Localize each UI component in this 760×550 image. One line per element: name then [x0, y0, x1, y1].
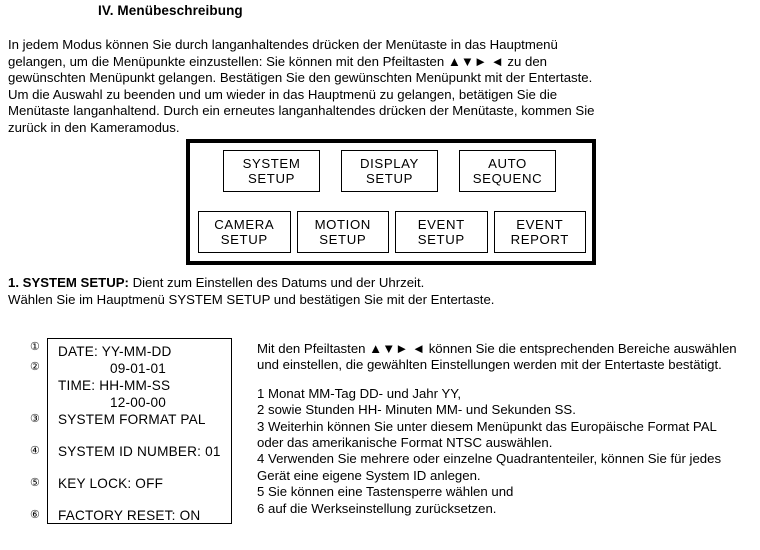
explanation-item-3: 3 Weiterhin können Sie unter diesem Menü…	[257, 418, 717, 434]
menu-button-label-line2: REPORT	[510, 232, 569, 247]
explanation-text: Mit den Pfeiltasten ▲▼► ◄ können Sie die…	[257, 341, 757, 517]
system-setup-heading-bold: 1. SYSTEM SETUP:	[8, 275, 129, 290]
explanation-spacer	[257, 374, 757, 386]
osd-system-id[interactable]: SYSTEM ID NUMBER: 01	[58, 444, 221, 459]
menu-button-display-setup[interactable]: DISPLAY SETUP	[341, 150, 438, 192]
menu-button-label-line1: EVENT	[417, 216, 465, 232]
explanation-item-2: 2 sowie Stunden HH- Minuten MM- und Seku…	[257, 402, 576, 418]
callout-number-6: ⑥	[30, 509, 40, 521]
explanation-item-6: 6 auf die Werkseinstellung zurücksetzen.	[257, 500, 497, 516]
explanation-item-4: 4 Verwenden Sie mehrere oder einzelne Qu…	[257, 451, 722, 467]
menu-button-label-line1: EVENT	[516, 216, 564, 232]
callout-number-5: ⑤	[30, 477, 40, 489]
osd-date-value[interactable]: 09-01-01	[110, 361, 167, 376]
menu-button-auto-sequence[interactable]: AUTO SEQUENC	[459, 150, 556, 192]
menu-button-label-line2: SETUP	[366, 171, 413, 186]
callout-number-1: ①	[30, 341, 40, 353]
intro-line: Menütaste langanhaltend. Durch ein erneu…	[8, 103, 595, 119]
explanation-item-5: 5 Sie können eine Tastensperre wählen un…	[257, 484, 514, 500]
menu-button-label-line1: DISPLAY	[360, 155, 419, 171]
menu-button-label-line2: SEQUENC	[472, 171, 543, 186]
menu-button-label-line1: AUTO	[488, 155, 527, 171]
osd-time-label[interactable]: TIME: HH-MM-SS	[58, 378, 171, 393]
menu-button-motion-setup[interactable]: MOTION SETUP	[296, 211, 389, 253]
intro-line: zurück in den Kameramodus.	[8, 119, 180, 135]
main-menu-row-2: CAMERA SETUP MOTION SETUP EVENT SETUP EV…	[190, 211, 592, 255]
menu-button-label-line1: SYSTEM	[242, 155, 301, 171]
page-title: IV. Menübeschreibung	[98, 3, 243, 18]
menu-button-label-line1: CAMERA	[214, 216, 275, 232]
explanation-item-1: 1 Monat MM-Tag DD- und Jahr YY,	[257, 385, 462, 401]
callout-number-4: ④	[30, 445, 40, 457]
system-setup-heading-rest: Dient zum Einstellen des Datums und der …	[128, 275, 425, 290]
explanation-intro-line: Mit den Pfeiltasten ▲▼► ◄ können Sie die…	[257, 341, 737, 356]
main-menu-row-1: SYSTEM SETUP DISPLAY SETUP AUTO SEQUENC	[190, 150, 592, 194]
intro-paragraph: In jedem Modus können Sie durch langanha…	[8, 37, 628, 137]
menu-button-camera-setup[interactable]: CAMERA SETUP	[198, 211, 291, 253]
menu-button-event-setup[interactable]: EVENT SETUP	[395, 211, 488, 253]
system-setup-heading-line1: 1. SYSTEM SETUP: Dient zum Einstellen de…	[8, 275, 748, 292]
menu-button-system-setup[interactable]: SYSTEM SETUP	[223, 150, 320, 192]
intro-line: In jedem Modus können Sie durch langanha…	[8, 37, 558, 52]
system-setup-heading: 1. SYSTEM SETUP: Dient zum Einstellen de…	[8, 275, 748, 308]
osd-key-lock[interactable]: KEY LOCK: OFF	[58, 476, 164, 491]
menu-button-label-line2: SETUP	[417, 232, 465, 247]
osd-factory-reset[interactable]: FACTORY RESET: ON	[58, 508, 201, 523]
explanation-item-3-cont: oder das amerikanische Format NTSC auswä…	[257, 435, 553, 451]
callout-number-3: ③	[30, 413, 40, 425]
osd-time-value[interactable]: 12-00-00	[110, 395, 167, 410]
menu-button-event-report[interactable]: EVENT REPORT	[493, 211, 586, 253]
callout-number-2: ②	[30, 361, 40, 373]
osd-date-label[interactable]: DATE: YY-MM-DD	[58, 344, 172, 359]
intro-line: Um die Auswahl zu beenden und um wieder …	[8, 86, 558, 102]
osd-system-format[interactable]: SYSTEM FORMAT PAL	[58, 412, 206, 427]
menu-button-label-line2: SETUP	[220, 232, 268, 247]
intro-line: gewünschten Menüpunkt gelangen. Bestätig…	[8, 70, 593, 86]
menu-button-label-line2: SETUP	[248, 171, 295, 186]
menu-button-label-line1: MOTION	[314, 216, 371, 232]
intro-line: gelangen, um die Menüpunkte einzustellen…	[8, 53, 548, 69]
system-setup-heading-line2: Wählen Sie im Hauptmenü SYSTEM SETUP und…	[8, 291, 495, 307]
menu-button-label-line2: SETUP	[319, 232, 367, 247]
explanation-item-4-cont: Gerät eine eigene System ID anlegen.	[257, 467, 481, 483]
explanation-intro-line: und einstellen, die gewählten Einstellun…	[257, 357, 722, 373]
main-menu-diagram: SYSTEM SETUP DISPLAY SETUP AUTO SEQUENC …	[186, 139, 596, 265]
osd-settings-panel: DATE: YY-MM-DD 09-01-01 TIME: HH-MM-SS 1…	[47, 338, 232, 524]
